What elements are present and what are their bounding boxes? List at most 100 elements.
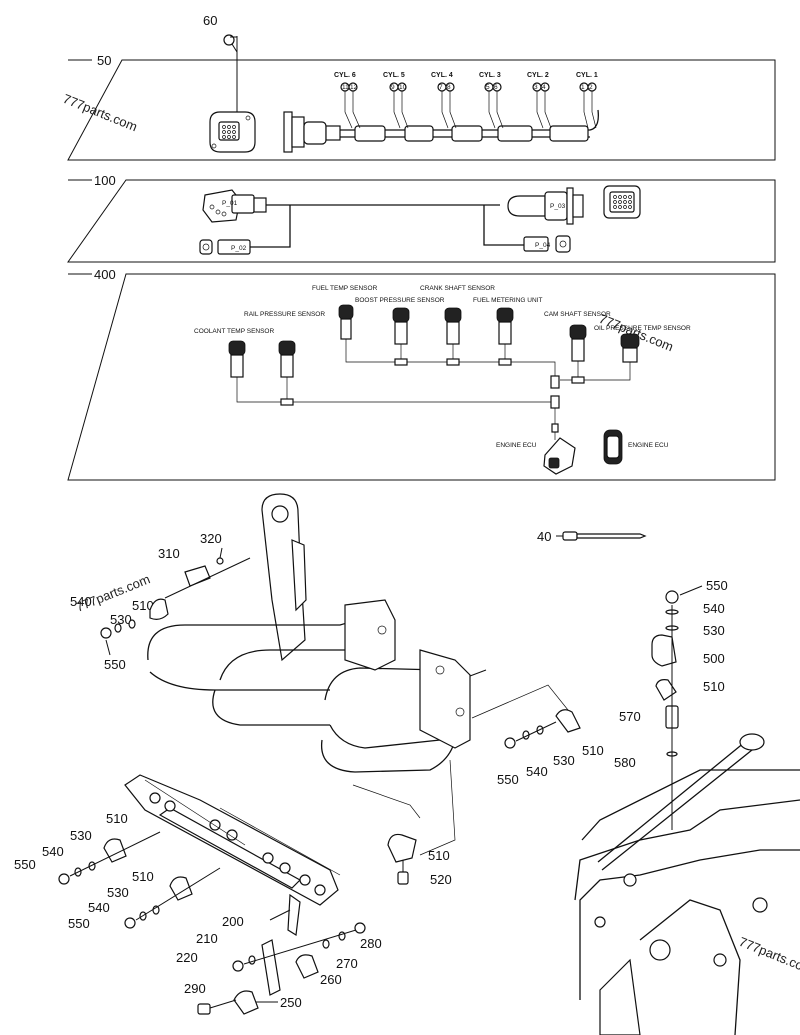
bulkhead-connector-100: P_03 [507,187,584,225]
label-rail-pressure-sensor: RAIL PRESSURE SENSOR [244,311,325,318]
pin-label: 6 [494,84,498,91]
pin-label: 4 [542,84,546,91]
cylinder-branches: CYL. 6 CYL. 5 CYL. 4 CYL. 3 CYL. 2 CYL. … [334,72,598,129]
callout-570[interactable]: 570 [619,709,641,724]
callout-550-e[interactable]: 550 [68,916,90,931]
pin-label: 1 [581,84,585,91]
exploded-view: 40 320 [14,493,800,1035]
callout-520[interactable]: 520 [430,872,452,887]
callout-510-d[interactable]: 510 [428,848,450,863]
callout-60[interactable]: 60 [203,13,217,28]
connector-cluster-left: P_01 [202,189,267,223]
fuel-temp-sensor [338,304,354,340]
cyl-4-label: CYL. 4 [431,72,453,79]
callout-530-a[interactable]: 530 [110,612,132,627]
pin-label: 2 [589,84,593,91]
callout-510-b[interactable]: 510 [703,679,725,694]
label-coolant-temp-sensor: COOLANT TEMP SENSOR [194,328,274,335]
bulkhead-connector-50 [283,111,341,153]
engine-ecu-connector-1 [543,437,576,475]
cyl-1-label: CYL. 1 [576,72,598,79]
group-400-sensor-harness: 400 FUEL TEMP SENSOR CRANK SHAFT SENSOR … [67,267,776,481]
pin-label: 9 [391,84,395,91]
callout-580[interactable]: 580 [614,755,636,770]
callout-270[interactable]: 270 [336,956,358,971]
boost-pressure-sensor [392,307,410,345]
callout-530-c[interactable]: 530 [553,753,575,768]
callout-530-e[interactable]: 530 [107,885,129,900]
label-engine-ecu-1: ENGINE ECU [496,442,537,449]
label-oil-pressure-temp-sensor: OIL PRESSURE TEMP SENSOR [594,325,691,332]
pin-label: 8 [447,84,451,91]
pin-label: 10 [399,84,407,91]
pin-label: 3 [534,84,538,91]
callout-50[interactable]: 50 [97,53,111,68]
connector-flange-50 [209,111,256,153]
rail-pressure-sensor [278,340,296,378]
pin-label: 11 [342,84,349,91]
group-100-main-harness: 100 P_01 P_02 P_04 P_03 [67,173,776,263]
callout-220[interactable]: 220 [176,950,198,965]
callout-290[interactable]: 290 [184,981,206,996]
callout-310[interactable]: 310 [158,546,180,561]
callout-400[interactable]: 400 [94,267,116,282]
callout-540-c[interactable]: 540 [526,764,548,779]
oil-pressure-temp-sensor [620,333,640,363]
callout-500[interactable]: 500 [703,651,725,666]
group-50-injector-harness: 50 777parts.com [61,53,776,161]
label-crank-shaft-sensor: CRANK SHAFT SENSOR [420,285,495,292]
callout-550-a[interactable]: 550 [104,657,126,672]
callout-510-e[interactable]: 510 [106,811,128,826]
crank-shaft-sensor [444,307,462,345]
label-fuel-temp-sensor: FUEL TEMP SENSOR [312,285,378,292]
cyl-4-pins: 7 8 [437,82,457,129]
cyl-6-label: CYL. 6 [334,72,356,79]
callout-510-a[interactable]: 510 [132,598,154,613]
engine-ecu-connector-2 [603,429,623,465]
pin-label: 5 [486,84,490,91]
callout-530-b[interactable]: 530 [703,623,725,638]
cyl-3-pins: 5 6 [484,82,504,129]
cyl-1-pins: 1 2 [579,82,597,129]
callout-260[interactable]: 260 [320,972,342,987]
callout-550-c[interactable]: 550 [497,772,519,787]
callout-510-c[interactable]: 510 [582,743,604,758]
connector-square-100 [603,185,641,219]
callout-250[interactable]: 250 [280,995,302,1010]
cyl-3-label: CYL. 3 [479,72,501,79]
watermark: 777parts.com [61,91,140,134]
label-fuel-metering-unit: FUEL METERING UNIT [473,297,542,304]
pin-label: 7 [439,84,443,91]
callout-540-b[interactable]: 540 [703,601,725,616]
callout-280[interactable]: 280 [360,936,382,951]
callout-550-b[interactable]: 550 [706,578,728,593]
callout-540-e[interactable]: 540 [88,900,110,915]
cable-tie-40: 40 [537,529,647,544]
callout-320[interactable]: 320 [200,531,222,546]
callout-210[interactable]: 210 [196,931,218,946]
coolant-temp-sensor [228,340,246,378]
tag-p02: P_02 [231,245,247,252]
callout-540-d[interactable]: 540 [42,844,64,859]
exhaust-manifold [147,599,487,773]
label-cam-shaft-sensor: CAM SHAFT SENSOR [544,311,611,318]
callout-540-a[interactable]: 540 [70,594,92,609]
bracket-arm [261,493,307,662]
callout-510-f[interactable]: 510 [132,869,154,884]
connector-small-left: P_02 [199,239,251,255]
callout-40[interactable]: 40 [537,529,551,544]
tag-p04: P_04 [535,242,551,249]
clamp-group-middle: 510 530 540 550 [471,684,604,787]
callout-530-d[interactable]: 530 [70,828,92,843]
callout-200[interactable]: 200 [222,914,244,929]
engine-block: 777parts.com [574,769,800,1035]
cam-shaft-sensor [569,324,587,362]
callout-100[interactable]: 100 [94,173,116,188]
callout-550-d[interactable]: 550 [14,857,36,872]
connector-small-right: P_04 [523,235,571,253]
cyl-2-label: CYL. 2 [527,72,549,79]
cyl-6-pins: 11 12 [340,82,361,129]
clamp-assembly-200: 200 210 220 280 270 260 250 290 [176,914,382,1015]
fuel-metering-unit [496,307,514,345]
